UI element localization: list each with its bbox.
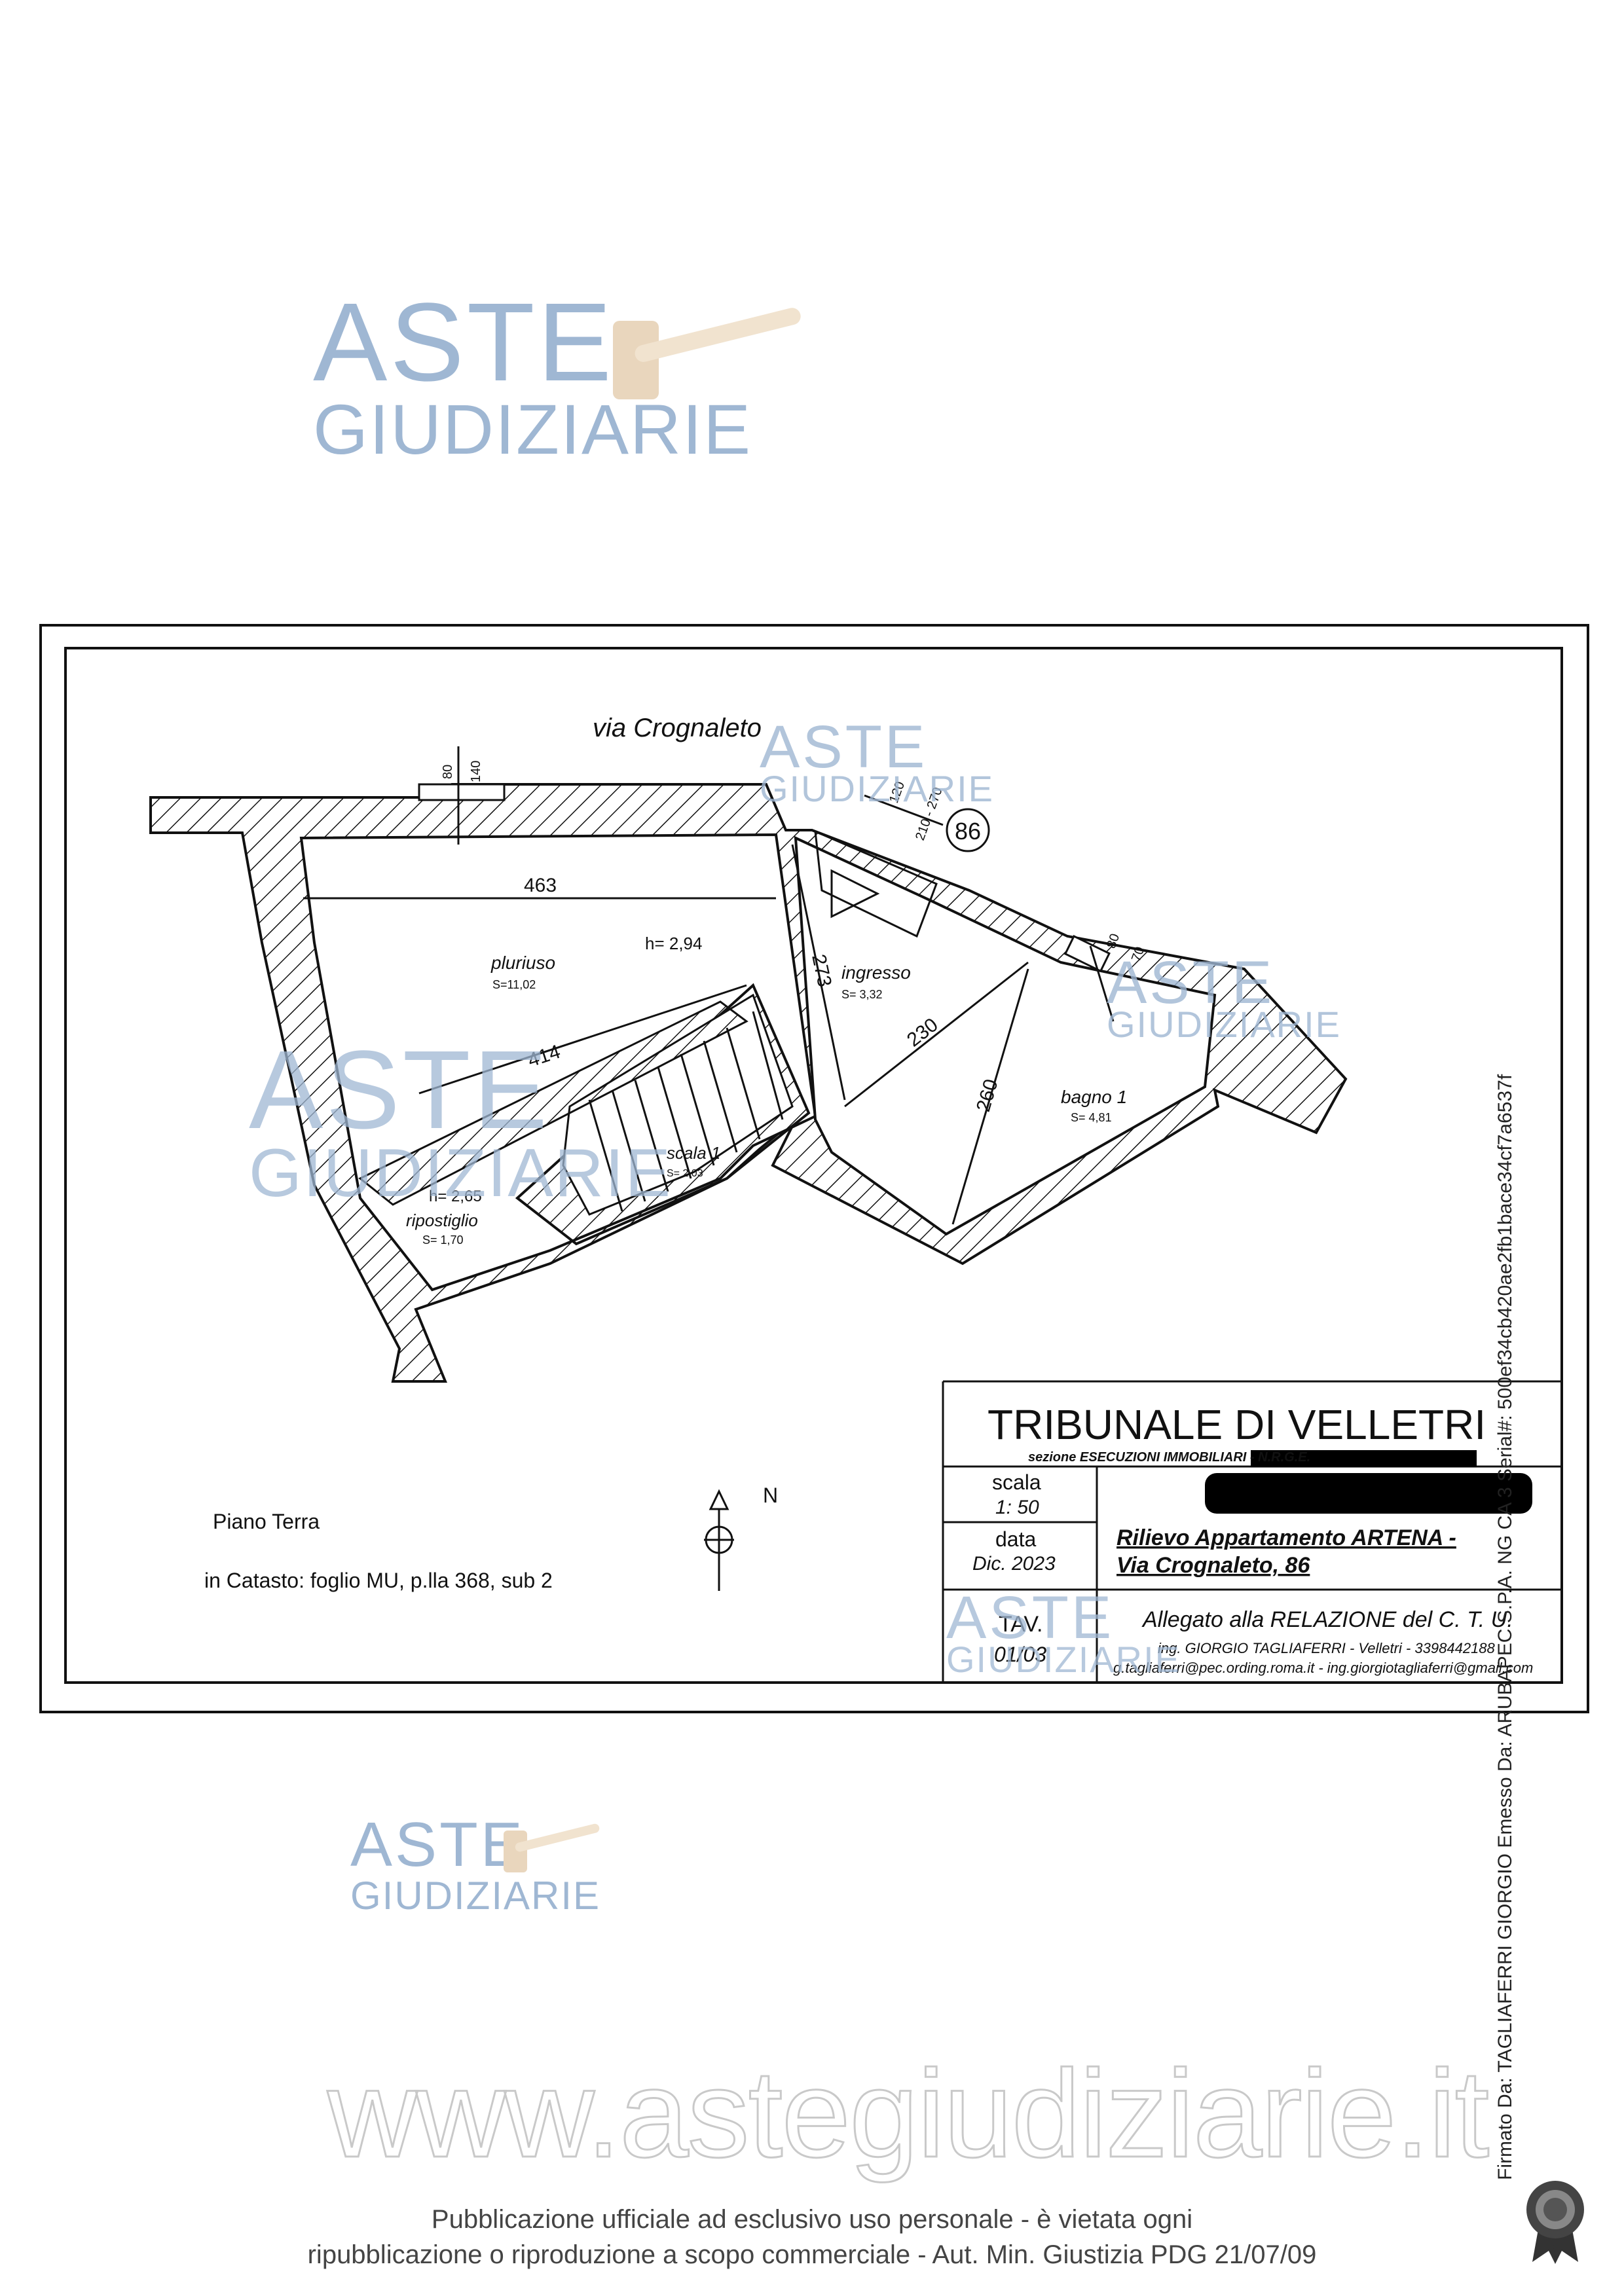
redaction-bar — [1205, 1473, 1532, 1514]
gavel-icon — [609, 301, 819, 416]
north-label: N — [763, 1484, 778, 1507]
drawing-title-line1: Rilievo Appartamento ARTENA - — [1116, 1525, 1456, 1550]
redaction-bar — [1251, 1450, 1477, 1467]
room-name-ripostiglio: ripostiglio — [406, 1211, 478, 1230]
watermark-word-giudiziarie: GIUDIZIARIE — [760, 768, 995, 809]
watermark-word-giudiziarie: GIUDIZIARIE — [313, 390, 752, 469]
room-area-bagno: S= 4,81 — [1071, 1111, 1112, 1124]
watermark-word-aste: ASTE — [350, 1810, 525, 1880]
tav-value: 01/03 — [994, 1643, 1046, 1666]
watermark-word-aste: ASTE — [760, 714, 928, 780]
watermark-logo-bottom: ASTE GIUDIZIARIE — [350, 1813, 600, 1916]
attach-label: Allegato alla RELAZIONE del C. T. U. — [1141, 1607, 1513, 1632]
publication-notice-line1: Pubblicazione ufficiale ad esclusivo uso… — [431, 2205, 1193, 2234]
watermark-logo-top: ASTE GIUDIZIARIE — [313, 287, 752, 465]
room-height-ripostiglio: h= 2,65 — [429, 1188, 482, 1205]
watermark-word-giudiziarie: GIUDIZIARIE — [350, 1874, 601, 1918]
watermark-logo-plan-right: ASTE GIUDIZIARIE — [1107, 953, 1341, 1043]
watermark-word-giudiziarie: GIUDIZIARIE — [946, 1639, 1181, 1680]
watermark-word-aste: ASTE — [249, 1028, 551, 1152]
court-title: TRIBUNALE DI VELLETRI — [987, 1401, 1486, 1448]
watermark-word-aste: ASTE — [313, 280, 615, 405]
dimension-window-80: 80 — [441, 765, 455, 779]
drawing-title-line2: Via Crognaleto, 86 — [1116, 1553, 1310, 1578]
civic-number: 86 — [955, 818, 981, 845]
dimension-463: 463 — [524, 875, 557, 896]
engineer-emails: g.tagliaferri@pec.ording.roma.it - ing.g… — [1113, 1660, 1533, 1676]
tav-label: TAV. — [999, 1612, 1043, 1637]
scale-label: scala — [992, 1470, 1041, 1494]
room-area-scala: S= 2,03 — [667, 1168, 703, 1179]
room-name-bagno: bagno 1 — [1061, 1087, 1127, 1107]
digital-signature: Firmato Da: TAGLIAFERRI GIORGIO Emesso D… — [1494, 1074, 1516, 2180]
watermark-logo-titleblock: ASTE GIUDIZIARIE — [946, 1588, 1181, 1678]
publication-notice-line2: ripubblicazione o riproduzione a scopo c… — [307, 2240, 1317, 2269]
watermark-word-aste: ASTE — [946, 1584, 1115, 1651]
site-watermark: www.astegiudiziarie.it — [327, 2044, 1490, 2185]
cadastre-label: in Catasto: foglio MU, p.lla 368, sub 2 — [204, 1569, 553, 1592]
room-area-pluriuso: S=11,02 — [492, 978, 536, 991]
floor-label: Piano Terra — [213, 1510, 320, 1533]
watermark-word-giudiziarie: GIUDIZIARIE — [249, 1135, 673, 1211]
sheet-outer-border — [39, 624, 1589, 1713]
room-area-ripostiglio: S= 1,70 — [422, 1233, 464, 1247]
dimension-lines — [303, 746, 1115, 1225]
room-name-scala: scala 1 — [667, 1143, 720, 1163]
sheet-inner-border — [64, 647, 1563, 1684]
date-label: data — [995, 1527, 1036, 1551]
engineer-label: ing. GIORGIO TAGLIAFERRI - Velletri - 33… — [1158, 1640, 1496, 1656]
room-name-pluriuso: pluriuso — [490, 953, 555, 973]
room-area-ingresso: S= 3,32 — [841, 988, 883, 1001]
civic-number-circle — [946, 808, 990, 852]
watermark-logo-plan-left: ASTE GIUDIZIARIE — [249, 1034, 672, 1207]
street-label: via Crognaleto — [593, 714, 762, 742]
room-name-ingresso: ingresso — [841, 962, 911, 983]
gavel-icon — [501, 1820, 606, 1882]
watermark-logo-plan: ASTE GIUDIZIARIE — [760, 717, 994, 807]
seal-icon — [1519, 2174, 1591, 2269]
dimension-window-140: 140 — [469, 761, 483, 782]
scale-value: 1: 50 — [995, 1497, 1039, 1518]
room-height-pluriuso: h= 2,94 — [645, 934, 702, 953]
north-arrow-icon — [704, 1489, 734, 1591]
watermark-word-aste: ASTE — [1107, 949, 1275, 1016]
watermark-word-giudiziarie: GIUDIZIARIE — [1107, 1004, 1342, 1045]
court-section: sezione ESECUZIONI IMMOBILIARI - N.R.G.E… — [1028, 1450, 1310, 1465]
building-walls — [149, 783, 1348, 1383]
date-value: Dic. 2023 — [972, 1553, 1056, 1575]
entrance-door — [814, 829, 938, 938]
